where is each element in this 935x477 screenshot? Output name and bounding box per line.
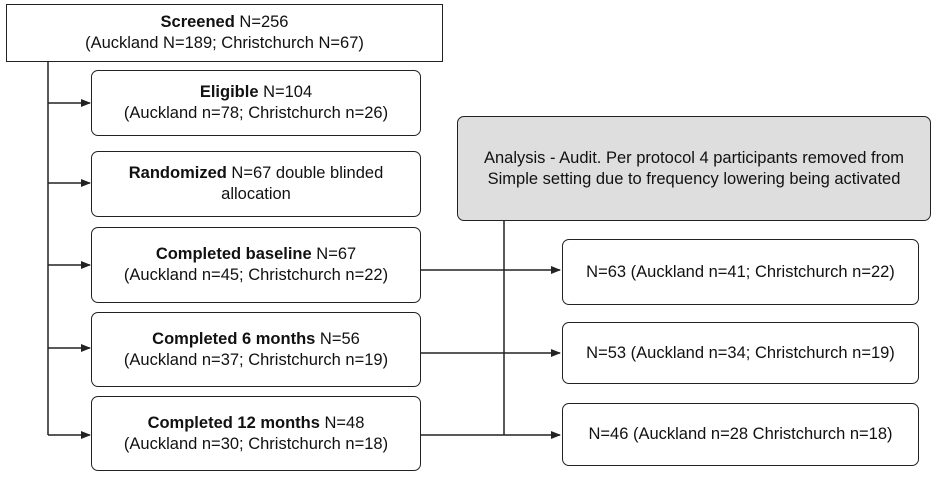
twelve-months-box: Completed 12 months N=48 (Auckland n=30;… (91, 396, 421, 471)
twelve-months-line-1: Completed 12 months N=48 (148, 413, 365, 434)
eligible-count: N=104 (258, 83, 313, 101)
randomized-sites: allocation (221, 185, 291, 203)
screened-line-1: Screened N=256 (161, 12, 289, 33)
randomized-label: Randomized (128, 164, 227, 182)
six-months-box: Completed 6 months N=56 (Auckland n=37; … (91, 312, 421, 387)
six-months-sites: (Auckland n=37; Christchurch n=19) (123, 350, 389, 369)
baseline-line-1: Completed baseline N=67 (156, 244, 356, 265)
screened-count: N=256 (234, 13, 289, 31)
eligible-line-1: Eligible N=104 (200, 82, 312, 103)
analysis-box: Analysis - Audit. Per protocol 4 partici… (457, 116, 931, 221)
eligible-label: Eligible (199, 83, 259, 101)
result-six-months-box: N=53 (Auckland n=34; Christchurch n=19) (562, 322, 919, 384)
result-twelve-months-box: N=46 (Auckland n=28 Christchurch n=18) (562, 403, 919, 466)
result-twelve-months-text: N=46 (Auckland n=28 Christchurch n=18) (588, 425, 893, 443)
randomized-line-1: Randomized N=67 double blinded (129, 163, 384, 184)
baseline-box: Completed baseline N=67 (Auckland n=45; … (91, 227, 421, 303)
screened-sites: (Auckland N=189; Christchurch N=67) (85, 34, 364, 52)
six-months-line-1: Completed 6 months N=56 (152, 329, 360, 350)
twelve-months-count: N=48 (319, 413, 365, 432)
eligible-box: Eligible N=104 (Auckland n=78; Christchu… (91, 70, 421, 136)
screened-label: Screened (160, 13, 235, 31)
randomized-box: Randomized N=67 double blinded allocatio… (91, 151, 421, 217)
twelve-months-sites: (Auckland n=30; Christchurch n=18) (123, 434, 389, 453)
baseline-label: Completed baseline (155, 245, 312, 263)
baseline-sites: (Auckland n=45; Christchurch n=22) (123, 266, 389, 284)
eligible-sites: (Auckland n=78; Christchurch n=26) (123, 104, 389, 122)
result-baseline-box: N=63 (Auckland n=41; Christchurch n=22) (562, 239, 919, 305)
six-months-label: Completed 6 months (152, 329, 316, 348)
six-months-count: N=56 (315, 329, 360, 348)
twelve-months-label: Completed 12 months (147, 413, 320, 432)
screened-box: Screened N=256 (Auckland N=189; Christch… (6, 4, 443, 62)
analysis-text: Analysis - Audit. Per protocol 4 partici… (483, 148, 905, 188)
result-six-months-text: N=53 (Auckland n=34; Christchurch n=19) (586, 343, 895, 362)
result-baseline-text: N=63 (Auckland n=41; Christchurch n=22) (586, 262, 895, 281)
baseline-count: N=67 (311, 245, 357, 263)
randomized-count: N=67 double blinded (226, 164, 384, 182)
